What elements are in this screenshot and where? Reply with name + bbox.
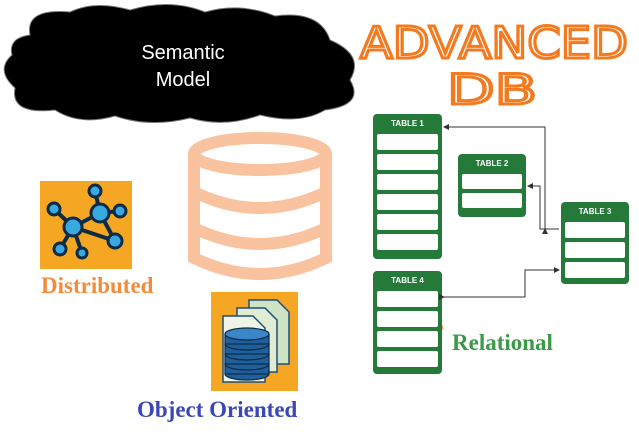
object-oriented-icon bbox=[211, 292, 298, 391]
table-card-2: TABLE 2 bbox=[458, 154, 526, 217]
link-table4-table3 bbox=[439, 267, 560, 300]
table-row bbox=[377, 311, 438, 327]
cloud-shape bbox=[3, 3, 355, 124]
table-row bbox=[377, 331, 438, 347]
table-row bbox=[565, 222, 625, 238]
table-row bbox=[565, 262, 625, 278]
table-card-4: TABLE 4 bbox=[373, 271, 442, 374]
table-card-3: TABLE 3 bbox=[561, 202, 629, 284]
advanced-db-title: ADVANCED DB bbox=[359, 17, 630, 111]
table-row bbox=[377, 174, 438, 190]
table-header: TABLE 2 bbox=[475, 159, 509, 168]
semantic-model-cloud: Semantic Model bbox=[0, 0, 370, 125]
relational-label: Relational bbox=[452, 330, 553, 355]
table-row bbox=[565, 242, 625, 258]
database-icon bbox=[188, 132, 332, 280]
table-row bbox=[377, 234, 438, 250]
table-row bbox=[462, 174, 522, 189]
database-cylinder: DB bbox=[180, 128, 444, 337]
table-row bbox=[377, 214, 438, 230]
table-row bbox=[377, 194, 438, 210]
table-row bbox=[462, 193, 522, 208]
distributed-network-icon bbox=[40, 181, 132, 269]
table-row bbox=[377, 154, 438, 170]
table-header: TABLE 3 bbox=[578, 207, 612, 216]
table-row bbox=[377, 134, 438, 150]
table-row bbox=[377, 291, 438, 307]
title-line-2: DB bbox=[447, 65, 537, 110]
distributed-label: Distributed bbox=[41, 273, 154, 298]
table-row bbox=[377, 351, 438, 367]
table-card-1: TABLE 1 bbox=[373, 114, 442, 259]
cloud-line-2: Model bbox=[155, 69, 211, 91]
link-table2-table3 bbox=[527, 183, 559, 230]
cloud-line-1: Semantic bbox=[141, 42, 225, 64]
title-line-1: ADVANCED bbox=[360, 18, 628, 69]
table-header: TABLE 4 bbox=[391, 276, 424, 285]
object-oriented-label: Object Oriented bbox=[137, 397, 298, 422]
table-header: TABLE 1 bbox=[391, 119, 424, 128]
